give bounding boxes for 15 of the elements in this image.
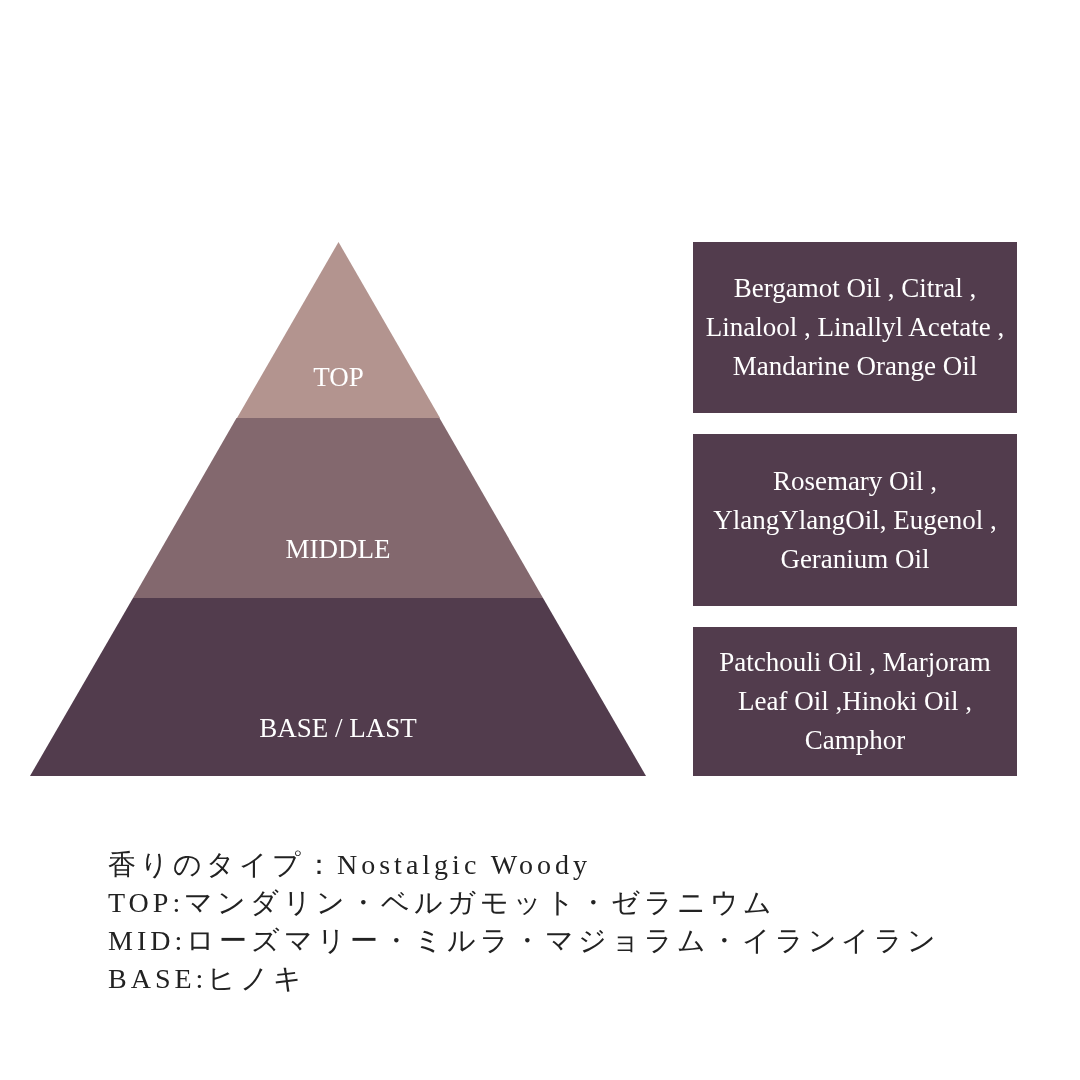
ingredient-box: [693, 242, 1017, 413]
pyramid-tier: [133, 418, 543, 598]
ingredient-list: Bergamot Oil , Citral , Linalool , Linallyl Acetate , Mandarine Orange Oil: [703, 269, 1007, 386]
tier-label: TOP: [313, 362, 364, 393]
ingredient-list: Rosemary Oil , YlangYlangOil, Eugenol , Geranium Oil: [703, 461, 1007, 579]
note-line: MID:ローズマリー・ミルラ・マジョラム・イランイラン: [108, 924, 941, 958]
tier-label: BASE / LAST: [259, 713, 417, 744]
pyramid-tier: [30, 598, 646, 776]
ingredient-list: Patchouli Oil , Marjoram Leaf Oil ,Hinoki Oil , Camphor: [703, 643, 1007, 760]
note-line: TOP:マンダリン・ベルガモット・ゼラニウム: [108, 886, 777, 920]
note-line: BASE:ヒノキ: [108, 962, 307, 996]
ingredient-box: [693, 627, 1017, 776]
tier-label: MIDDLE: [285, 534, 391, 565]
note-line: 香りのタイプ：Nostalgic Woody: [108, 848, 591, 882]
ingredient-box: [693, 434, 1017, 606]
